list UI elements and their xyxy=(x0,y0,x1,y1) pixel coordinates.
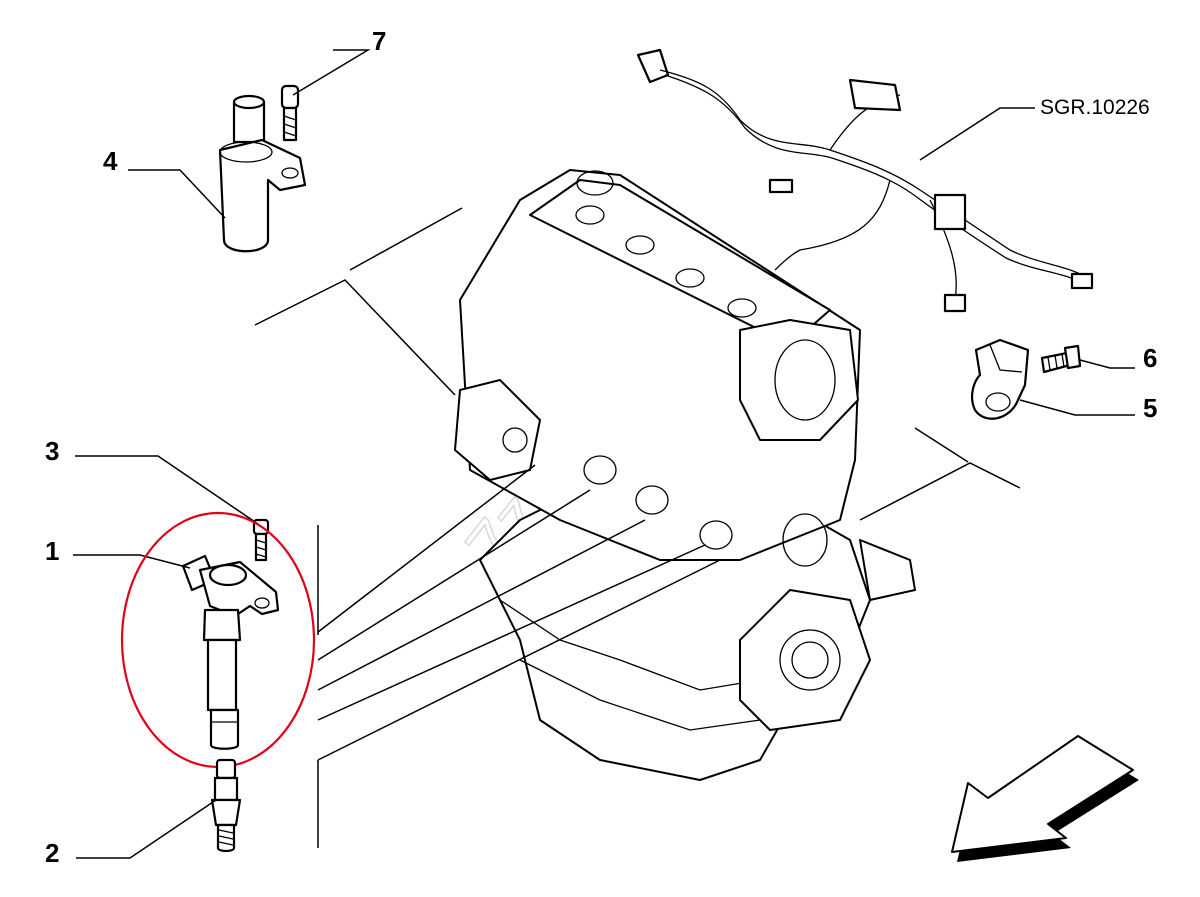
callout-5: 5 xyxy=(1143,393,1157,423)
spark-plug xyxy=(210,758,242,853)
wiring-harness xyxy=(636,48,1094,313)
leader-4 xyxy=(128,169,226,219)
knock-sensor xyxy=(971,338,1030,420)
callout-6: 6 xyxy=(1143,343,1157,373)
leader-2 xyxy=(76,799,217,859)
leader-7 xyxy=(292,49,371,96)
callout-3: 3 xyxy=(45,436,59,466)
camshaft-sensor xyxy=(218,94,307,253)
callout-7: 7 xyxy=(372,26,386,56)
leader-3 xyxy=(75,455,259,525)
bolt-6 xyxy=(1040,344,1082,374)
callout-4: 4 xyxy=(103,146,118,176)
leader-1 xyxy=(73,554,191,569)
leader-6 xyxy=(1079,359,1135,369)
engine-leader-lines xyxy=(254,207,1021,848)
callout-2: 2 xyxy=(45,838,59,868)
callout-1: 1 xyxy=(45,536,59,566)
leader-5 xyxy=(1019,399,1135,416)
screw-7 xyxy=(280,84,300,142)
ignition-coil xyxy=(181,554,280,750)
direction-arrow xyxy=(951,735,1139,862)
harness-leader xyxy=(919,107,1035,161)
engine-block xyxy=(454,169,916,781)
harness-reference: SGR.10226 xyxy=(1040,96,1150,119)
